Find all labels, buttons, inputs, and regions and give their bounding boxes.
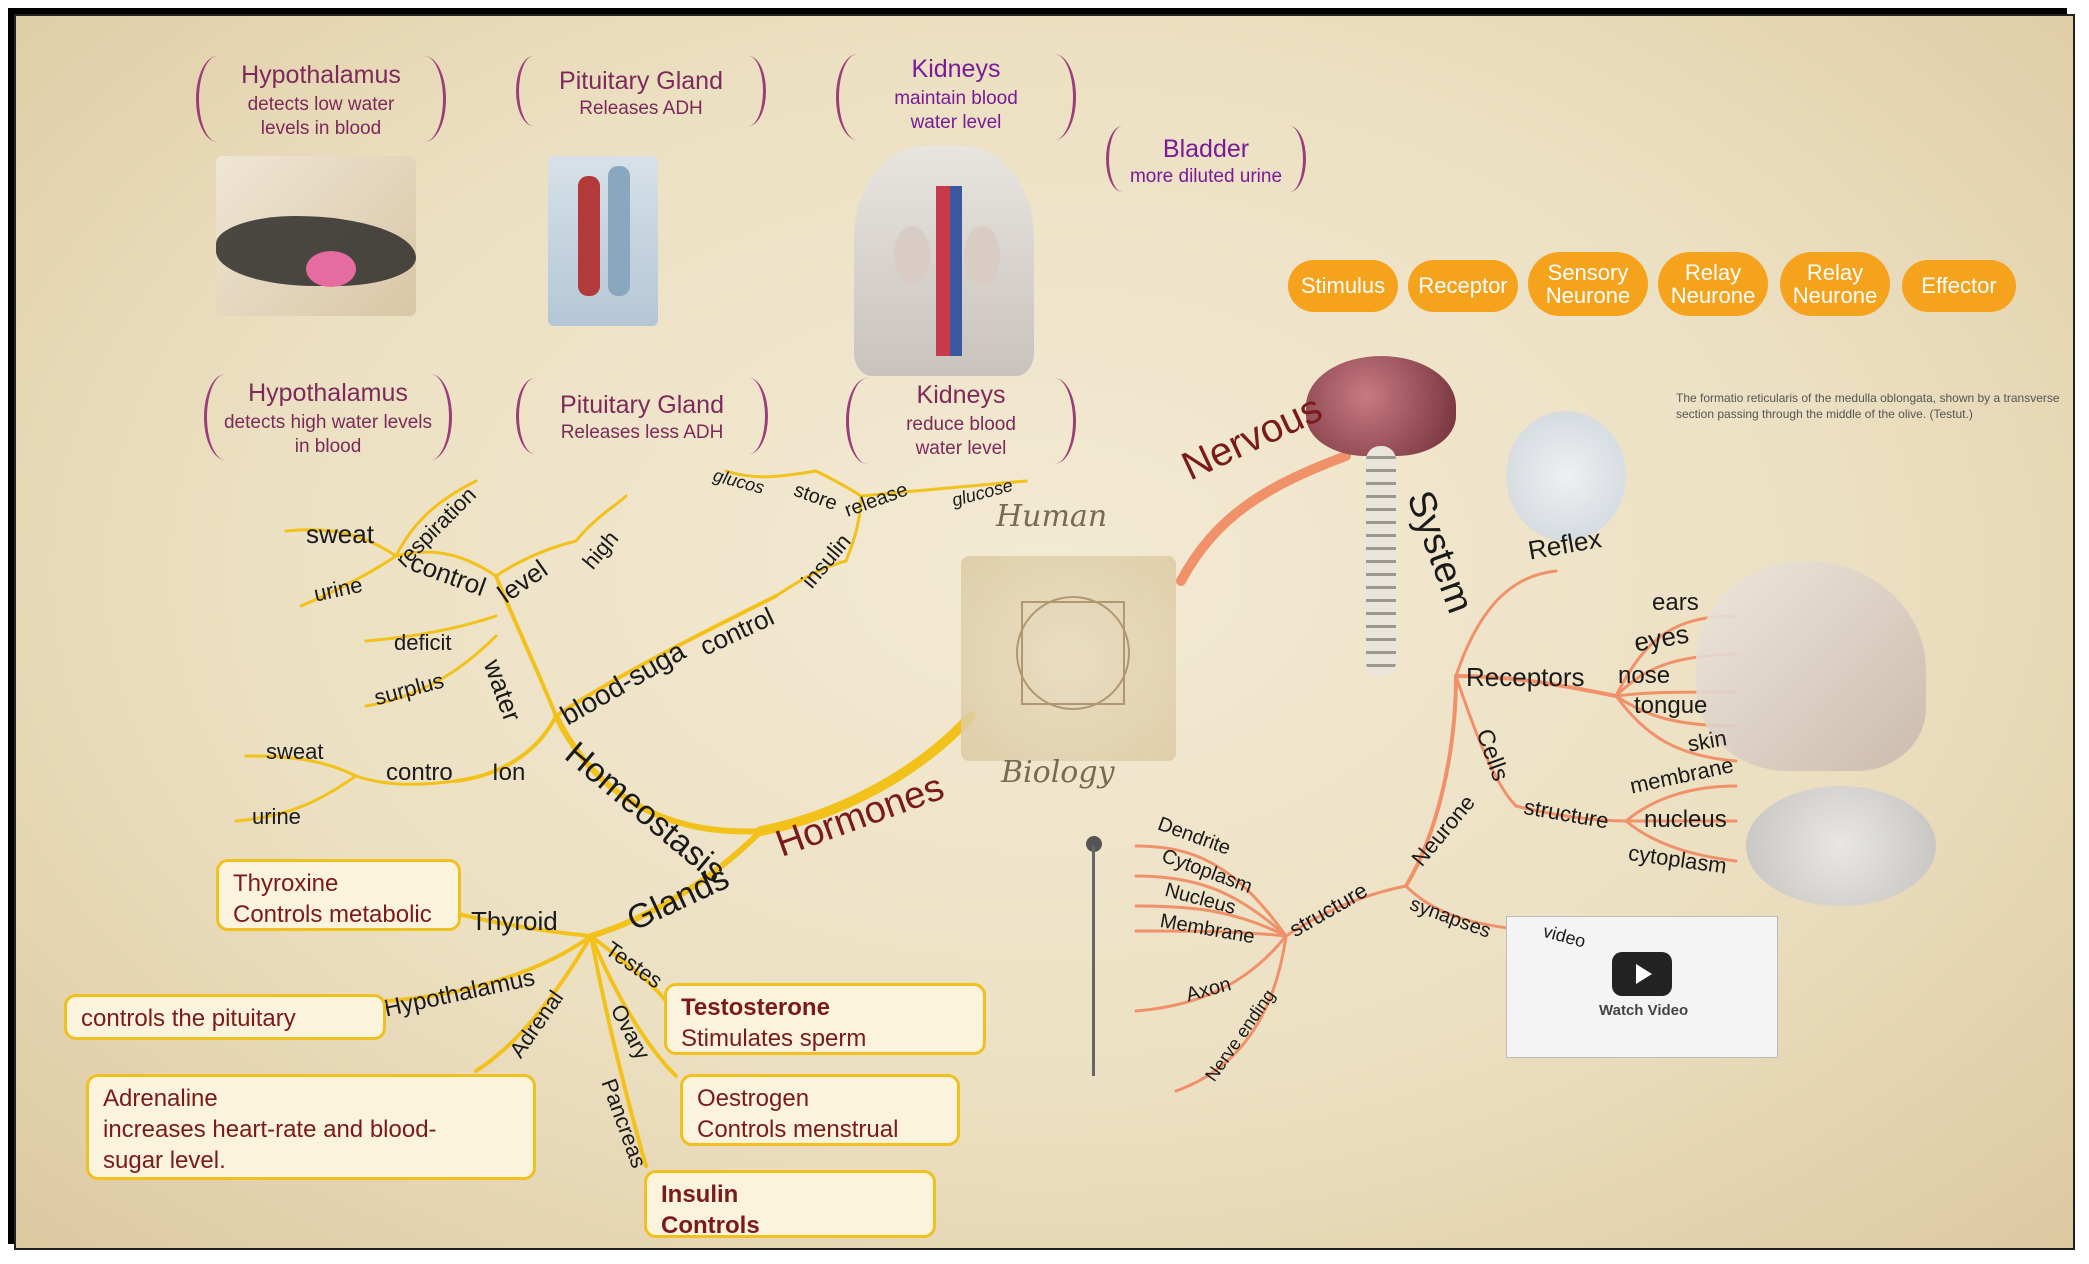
nose-label[interactable]: nose	[1618, 664, 1670, 688]
kidneys-anatomy-image	[854, 146, 1034, 376]
ion-control-label[interactable]: contro	[386, 761, 453, 785]
pathway-step[interactable]: Relay Neurone	[1780, 252, 1890, 316]
step-desc: reduce blood water level	[891, 413, 1031, 461]
box-line: controls the pituitary	[81, 1003, 369, 1034]
receptors-label[interactable]: Receptors	[1466, 664, 1585, 690]
medulla-caption: The formatio reticularis of the medulla …	[1676, 391, 2075, 422]
sweat1-label[interactable]: sweat	[306, 521, 374, 547]
box-line: Thyroxine	[233, 868, 444, 899]
box-line: Controls metabolic	[233, 899, 444, 930]
pathway-step[interactable]: Relay Neurone	[1658, 252, 1768, 316]
pancreas-box[interactable]: Insulin Controls	[644, 1170, 936, 1238]
step-desc: Releases ADH	[516, 97, 766, 121]
box-line: increases heart-rate and blood-	[103, 1114, 519, 1145]
sweat2-label[interactable]: sweat	[266, 741, 323, 763]
head-anatomy-image	[1696, 561, 1926, 771]
cell-image	[1746, 786, 1936, 906]
box-line: Insulin	[661, 1179, 919, 1210]
hypothalamus-anatomy-image	[216, 156, 416, 316]
pathway-step[interactable]: Receptor	[1408, 260, 1518, 312]
watch-video-label: Watch Video	[1599, 1003, 1688, 1018]
pathway-step[interactable]: Stimulus	[1288, 260, 1398, 312]
pathway-step[interactable]: Effector	[1902, 260, 2016, 312]
neuron-image	[1056, 806, 1136, 1086]
box-line: Oestrogen	[697, 1083, 943, 1114]
step-desc: Releases less ADH	[516, 421, 768, 445]
step-title: Kidneys	[846, 380, 1076, 411]
box-line: Controls menstrual	[697, 1114, 943, 1145]
ovary-box[interactable]: Oestrogen Controls menstrual	[680, 1074, 960, 1146]
medulla-section-image	[1506, 411, 1626, 541]
deficit-label[interactable]: deficit	[394, 632, 451, 654]
hypothalamus-box[interactable]: controls the pituitary	[64, 994, 386, 1040]
tongue-label[interactable]: tongue	[1634, 694, 1707, 718]
step-desc: maintain blood water level	[886, 87, 1026, 135]
step-desc: detects high water levels in blood	[218, 411, 438, 459]
thyroid-label[interactable]: Thyroid	[471, 908, 558, 934]
mind-map-board: Hypothalamus detects low water levels in…	[14, 14, 2075, 1250]
nucleus-label[interactable]: nucleus	[1644, 808, 1727, 832]
step-title: Hypothalamus	[196, 60, 446, 91]
adrenal-line	[476, 936, 591, 1071]
pathway-step[interactable]: Sensory Neurone	[1528, 252, 1648, 316]
box-line: Testosterone	[681, 992, 969, 1023]
testes-box[interactable]: Testosterone Stimulates sperm	[664, 983, 986, 1055]
step-desc: detects low water levels in blood	[236, 93, 406, 141]
box-line: Stimulates sperm	[681, 1023, 969, 1054]
play-icon[interactable]	[1612, 952, 1672, 996]
ears-label[interactable]: ears	[1652, 591, 1699, 615]
step-title: Kidneys	[836, 54, 1076, 85]
urine2-label[interactable]: urine	[252, 806, 301, 828]
step-title: Hypothalamus	[204, 378, 452, 409]
center-top-label: Human	[996, 502, 1107, 532]
ion-label[interactable]: Ion	[492, 761, 525, 785]
step-title: Bladder	[1106, 134, 1306, 165]
adrenal-box[interactable]: Adrenaline increases heart-rate and bloo…	[86, 1074, 536, 1180]
step-desc: more diluted urine	[1106, 165, 1306, 189]
step-title: Pituitary Gland	[516, 390, 768, 421]
thyroid-box[interactable]: Thyroxine Controls metabolic	[216, 859, 461, 931]
step-title: Pituitary Gland	[516, 66, 766, 97]
pituitary-anatomy-image	[548, 156, 658, 326]
vitruvian-man-image	[961, 556, 1176, 761]
box-line: Adrenaline	[103, 1083, 519, 1114]
nerve-ending-line	[1176, 936, 1286, 1091]
box-line: sugar level.	[103, 1145, 519, 1176]
center-bottom-label: Biology	[1001, 758, 1115, 788]
box-line: Controls	[661, 1210, 919, 1241]
